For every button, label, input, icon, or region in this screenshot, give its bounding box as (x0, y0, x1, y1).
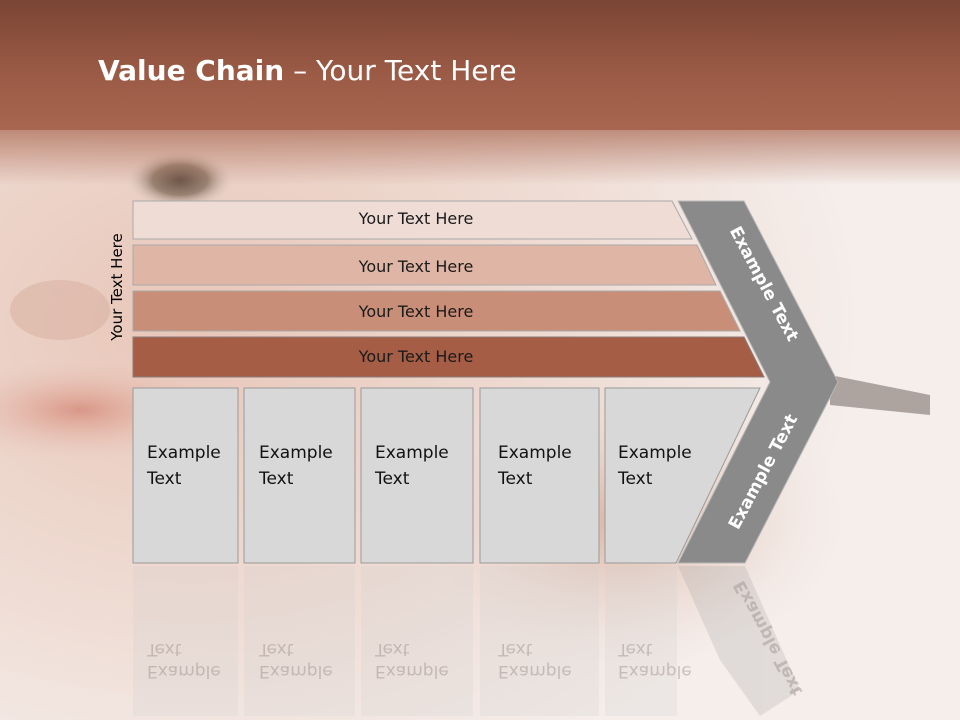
chevron-shape (677, 200, 839, 564)
bar-2-shape (132, 244, 717, 286)
box-5-reflection: Example Text (618, 638, 718, 682)
bar-label-1: Your Text Here (358, 209, 474, 228)
box-4-line2: Text (498, 469, 533, 489)
bar-3-shape (132, 290, 741, 332)
slide-title: Value Chain – Your Text Here (98, 54, 517, 87)
title-bold: Value Chain (98, 54, 285, 87)
box-4-shape (479, 387, 600, 564)
box-1-reflection-line2: Text (147, 639, 182, 659)
box-5-line2: Text (618, 469, 653, 489)
box-2-line1: Example (259, 443, 333, 463)
box-3-line1: Example (375, 443, 449, 463)
box-3-reflection: Example Text (375, 638, 475, 682)
bar-label-3: Your Text Here (358, 302, 474, 321)
box-3-reflection-line2: Text (375, 639, 410, 659)
box-5-reflection-line1: Example (618, 661, 692, 681)
bar-label-2: Your Text Here (358, 257, 474, 276)
box-5-label: Example Text (618, 440, 718, 492)
bar-1-shape (132, 200, 693, 240)
box-3-shape (360, 387, 474, 564)
header-fade (0, 125, 960, 185)
box-2-line2: Text (259, 469, 294, 489)
box-4-label: Example Text (498, 440, 598, 492)
box-4-line1: Example (498, 443, 572, 463)
box-1-reflection: Example Text (147, 638, 247, 682)
box-3-label: Example Text (375, 440, 475, 492)
box-5-reflection-line2: Text (618, 639, 653, 659)
box-4-reflection: Example Text (498, 638, 598, 682)
box-4-reflection-line1: Example (498, 661, 572, 681)
box-2-shape (243, 387, 356, 564)
box-5-line1: Example (618, 443, 692, 463)
title-rest: – Your Text Here (284, 54, 517, 87)
box-1-line1: Example (147, 443, 221, 463)
reflection (133, 566, 800, 716)
box-2-reflection: Example Text (259, 638, 359, 682)
box-3-reflection-line1: Example (375, 661, 449, 681)
box-2-reflection-line2: Text (259, 639, 294, 659)
box-1-reflection-line1: Example (147, 661, 221, 681)
bar-4-shape (132, 336, 765, 378)
box-1-label: Example Text (147, 440, 247, 492)
box-2-label: Example Text (259, 440, 359, 492)
box-5-shape (604, 387, 761, 564)
header-band (0, 0, 960, 130)
box-1-line2: Text (147, 469, 182, 489)
box-2-reflection-line1: Example (259, 661, 333, 681)
box-3-line2: Text (375, 469, 410, 489)
box-4-reflection-line2: Text (498, 639, 533, 659)
bar-label-4: Your Text Here (358, 347, 474, 366)
box-1-shape (132, 387, 239, 564)
